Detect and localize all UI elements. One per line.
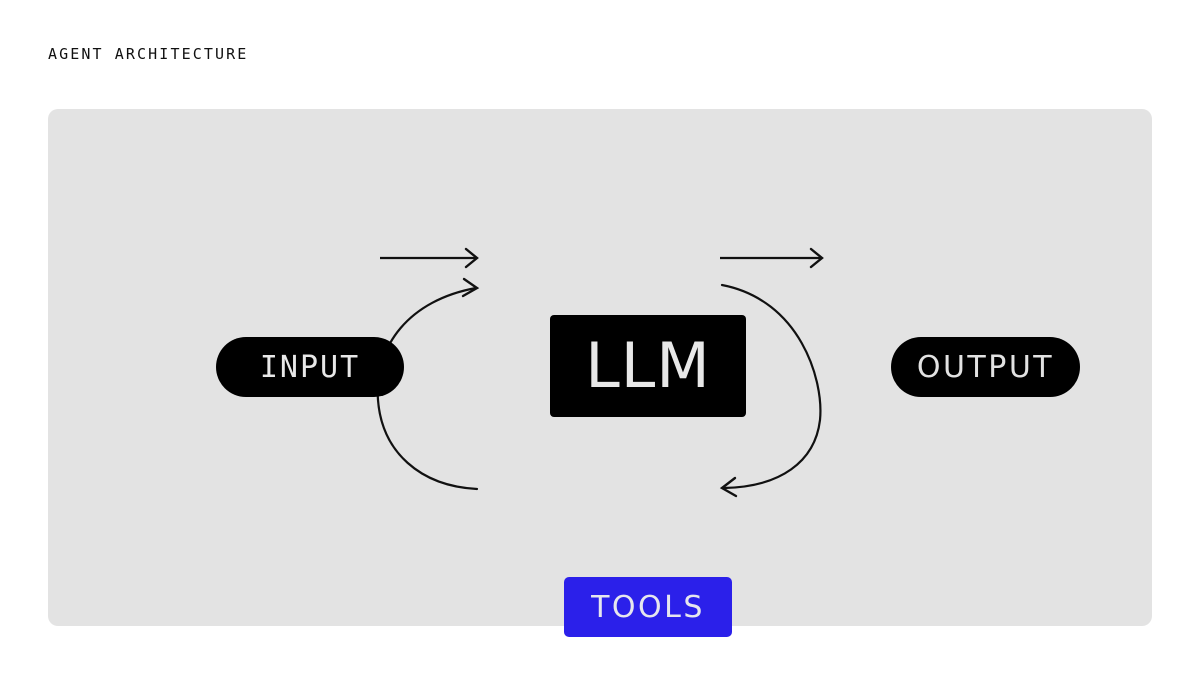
node-output[interactable]: OUTPUT [891, 337, 1080, 397]
edge-llm-to-output [720, 247, 824, 269]
edge-input-to-llm [380, 247, 479, 269]
node-llm-label: LLM [585, 329, 711, 402]
node-tools[interactable]: TOOLS [564, 577, 732, 637]
diagram-panel: INPUT LLM OUTPUT TOOLS [48, 109, 1152, 637]
node-llm[interactable]: LLM [550, 315, 746, 417]
page-title: AGENT ARCHITECTURE [48, 45, 249, 63]
node-input-label: INPUT [259, 349, 361, 385]
node-output-label: OUTPUT [916, 349, 1055, 385]
node-input[interactable]: INPUT [216, 337, 404, 397]
node-tools-label: TOOLS [591, 589, 705, 625]
